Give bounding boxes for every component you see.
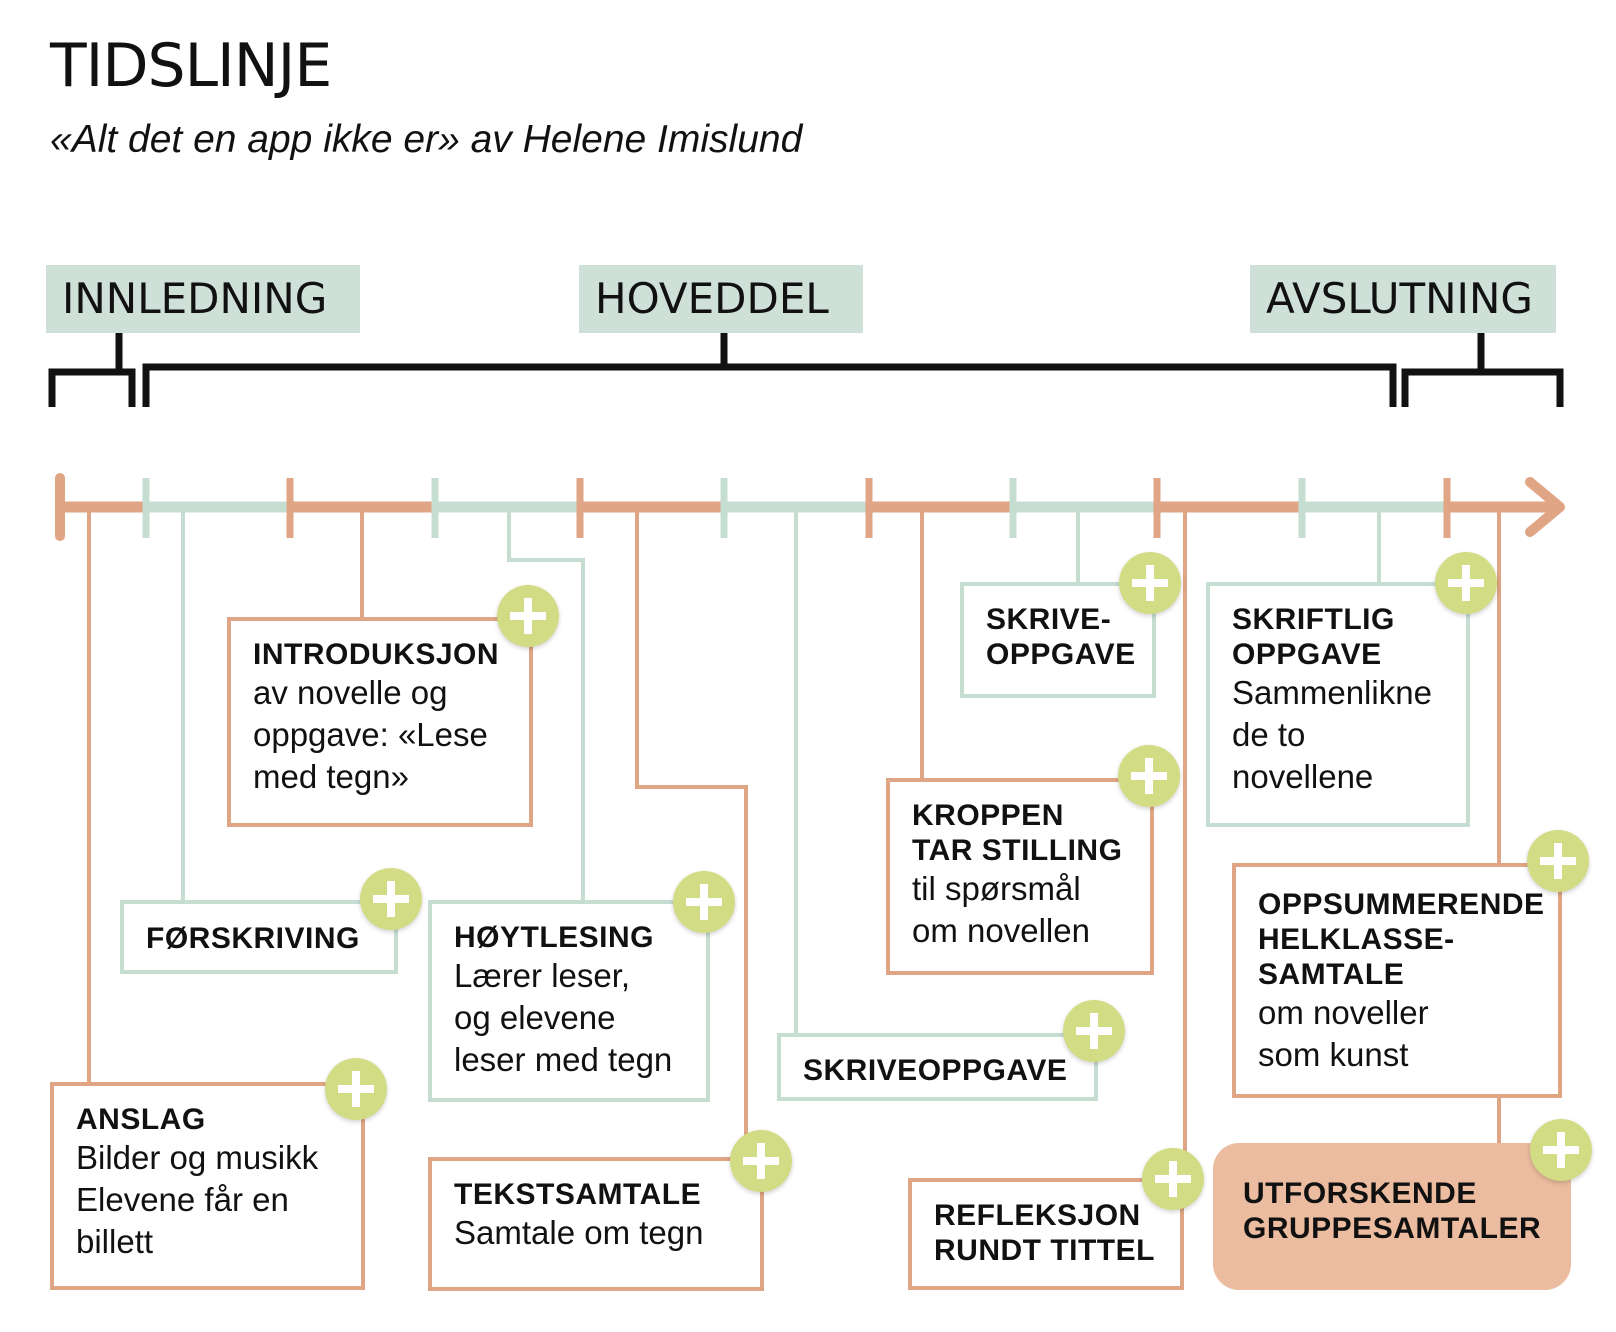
item-text: Elevene får en xyxy=(76,1181,289,1218)
timeline-item-utforskende[interactable]: UTFORSKENDE GRUPPESAMTALER xyxy=(1213,1143,1571,1290)
item-heading: HØYTLESING xyxy=(454,921,655,954)
item-heading: TEKSTSAMTALE xyxy=(454,1178,702,1211)
item-text: som kunst xyxy=(1258,1036,1409,1073)
item-heading: OPPSUMMERENDE xyxy=(1258,888,1545,921)
arrow-right-icon xyxy=(1525,477,1565,537)
item-text: novellene xyxy=(1232,758,1374,795)
item-text: oppgave: «Lese xyxy=(253,716,488,753)
timeline-item-skriveoppgave[interactable]: SKRIVEOPPGAVE xyxy=(777,1033,1098,1101)
item-text: Samtale om tegn xyxy=(454,1214,704,1251)
timeline-item-refleksjon[interactable]: REFLEKSJON RUNDT TITTEL xyxy=(908,1178,1184,1290)
phase-label-hoveddel: HOVEDDEL xyxy=(579,265,863,333)
page-title: TIDSLINJE xyxy=(50,31,332,101)
plus-icon[interactable] xyxy=(1142,1148,1204,1210)
item-text: Bilder og musikk xyxy=(76,1139,319,1176)
plus-icon[interactable] xyxy=(497,585,559,647)
plus-icon[interactable] xyxy=(1118,745,1180,807)
item-heading: OPPGAVE xyxy=(986,638,1136,671)
timeline-item-anslag[interactable]: ANSLAG Bilder og musikk Elevene får en b… xyxy=(50,1082,365,1290)
connector-tekstsamtale xyxy=(635,507,748,1157)
item-heading: HELKLASSE- xyxy=(1258,923,1455,956)
item-text: Sammenlikne xyxy=(1232,674,1432,711)
timeline-ticks xyxy=(55,473,1451,541)
item-text: leser med tegn xyxy=(454,1041,673,1078)
page-subtitle: «Alt det en app ikke er» av Helene Imisl… xyxy=(50,118,803,161)
plus-icon[interactable] xyxy=(360,868,422,930)
timeline-item-kroppen-tar-stilling[interactable]: KROPPEN TAR STILLING til spørsmål om nov… xyxy=(886,778,1154,975)
item-heading: FØRSKRIVING xyxy=(146,922,360,955)
plus-icon[interactable] xyxy=(1119,552,1181,614)
bracket-avslutning xyxy=(1401,368,1564,407)
item-heading: GRUPPESAMTALER xyxy=(1243,1212,1542,1245)
item-heading: REFLEKSJON xyxy=(934,1199,1141,1232)
item-text: og elevene xyxy=(454,999,616,1036)
plus-icon[interactable] xyxy=(1063,1000,1125,1062)
plus-icon[interactable] xyxy=(673,871,735,933)
plus-icon[interactable] xyxy=(1435,552,1497,614)
item-heading: SKRIVE- xyxy=(986,603,1112,636)
item-heading: ANSLAG xyxy=(76,1103,206,1136)
item-text: de to xyxy=(1232,716,1306,753)
item-heading: UTFORSKENDE xyxy=(1243,1177,1477,1210)
timeline-item-introduksjon[interactable]: INTRODUKSJON av novelle og oppgave: «Les… xyxy=(227,617,533,827)
timeline-item-skriftlig-oppgave[interactable]: SKRIFTLIG OPPGAVE Sammenlikne de to nove… xyxy=(1206,582,1470,827)
item-text: billett xyxy=(76,1223,154,1260)
item-heading: INTRODUKSJON xyxy=(253,638,500,671)
timeline-item-hoytlesing[interactable]: HØYTLESING Lærer leser, og elevene leser… xyxy=(428,900,710,1102)
plus-icon[interactable] xyxy=(1530,1119,1592,1181)
item-heading: RUNDT TITTEL xyxy=(934,1234,1155,1267)
phase-label-innledning: INNLEDNING xyxy=(46,265,360,333)
item-text: om noveller xyxy=(1258,994,1429,1031)
item-heading: SAMTALE xyxy=(1258,958,1405,991)
timeline-item-tekstsamtale[interactable]: TEKSTSAMTALE Samtale om tegn xyxy=(428,1157,764,1291)
item-heading: OPPGAVE xyxy=(1232,638,1382,671)
plus-icon[interactable] xyxy=(730,1130,792,1192)
plus-icon[interactable] xyxy=(325,1058,387,1120)
item-text: av novelle og xyxy=(253,674,448,711)
plus-icon[interactable] xyxy=(1527,830,1589,892)
phase-brackets xyxy=(48,333,1564,407)
bracket-hoveddel xyxy=(142,363,1397,407)
phase-label-avslutning: AVSLUTNING xyxy=(1250,265,1556,333)
bracket-innledning xyxy=(48,368,136,407)
connector-hoytlesing xyxy=(507,507,585,900)
connectors xyxy=(87,507,1501,1178)
item-heading: TAR STILLING xyxy=(912,834,1123,867)
item-text: med tegn» xyxy=(253,758,409,795)
item-heading: KROPPEN xyxy=(912,799,1064,832)
item-heading: SKRIVEOPPGAVE xyxy=(803,1054,1068,1087)
timeline-item-oppsummerende[interactable]: OPPSUMMERENDE HELKLASSE- SAMTALE om nove… xyxy=(1232,863,1562,1098)
item-text: om novellen xyxy=(912,912,1090,949)
timeline-item-skrive-oppgave[interactable]: SKRIVE- OPPGAVE xyxy=(960,582,1156,698)
item-heading: SKRIFTLIG xyxy=(1232,603,1395,636)
item-text: til spørsmål xyxy=(912,870,1081,907)
item-text: Lærer leser, xyxy=(454,957,631,994)
timeline-item-forskriving[interactable]: FØRSKRIVING xyxy=(120,900,398,974)
